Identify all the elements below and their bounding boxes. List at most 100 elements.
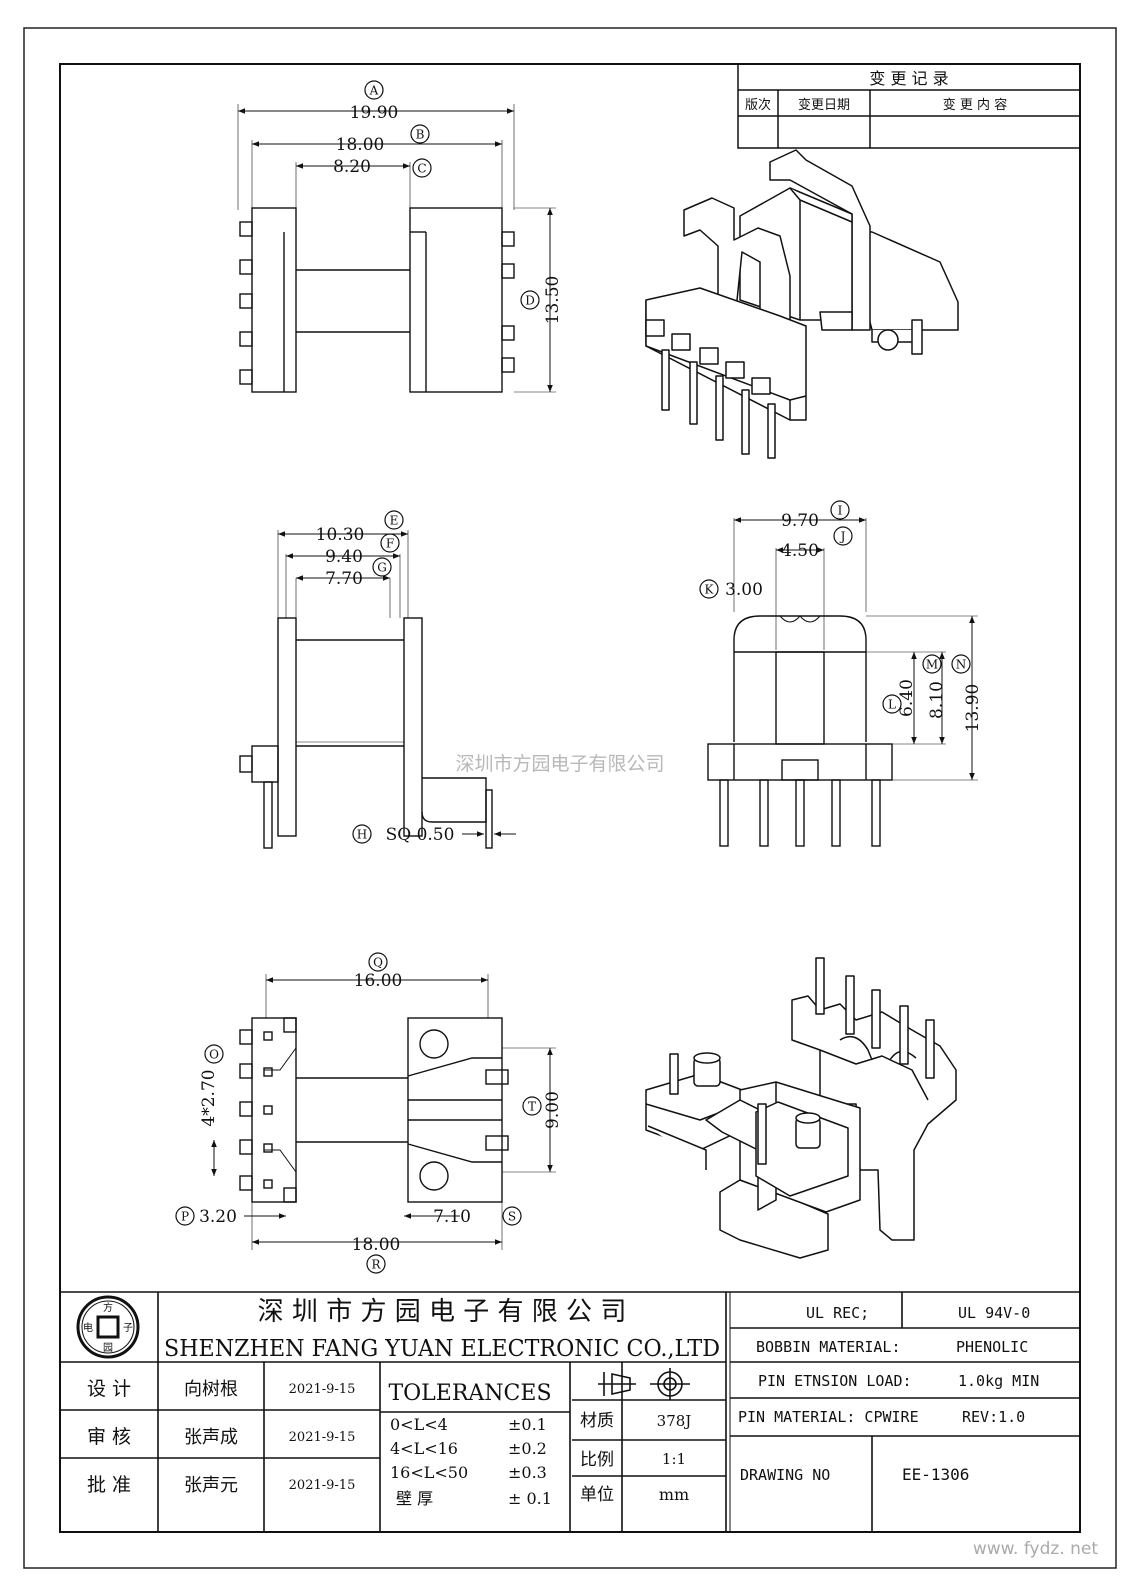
dim-value-t: 9.00 — [543, 1091, 563, 1129]
dim-balloon-j — [833, 526, 853, 546]
material-value: 378J — [657, 1412, 692, 1430]
dim-letter-t: T — [528, 1100, 536, 1114]
dim-letter-l: L — [888, 698, 896, 712]
tolerance-range-1: 0<L<4 — [390, 1415, 448, 1434]
dim-letter-k: K — [705, 583, 715, 597]
dim-value-b: 18.00 — [336, 135, 385, 155]
dim-balloon-l — [882, 694, 902, 714]
signoff-name-review: 张声成 — [184, 1427, 238, 1448]
dim-balloon-r — [366, 1254, 386, 1274]
dim-value-g: 7.70 — [325, 569, 363, 589]
dim-value-m: 8.10 — [927, 681, 947, 719]
outer-border — [23, 27, 1117, 1569]
isometric-view-top — [645, 149, 959, 459]
dim-value-n: 13.90 — [963, 684, 983, 733]
dim-value-h: SQ 0.50 — [386, 825, 455, 845]
dim-value-j: 4.50 — [781, 541, 819, 561]
logo-char-bottom: 园 — [103, 1342, 113, 1354]
pin-material-label: PIN MATERIAL: CPWIRE — [738, 1408, 919, 1426]
dim-lines-front — [734, 517, 975, 780]
projection-symbol — [598, 1368, 690, 1400]
pin-load-value: 1.0kg MIN — [958, 1372, 1039, 1390]
ul-rec-value: UL 94V-0 — [958, 1304, 1030, 1322]
logo-char-top: 方 — [103, 1301, 113, 1314]
dim-value-i: 9.70 — [781, 511, 819, 531]
dim-letter-b: B — [416, 128, 425, 142]
dim-balloon-d — [520, 290, 540, 310]
revision-table — [737, 63, 1081, 149]
dim-value-a: 19.90 — [350, 103, 399, 123]
logo-char-left: 电 — [83, 1321, 93, 1334]
bobbin-material-value: PHENOLIC — [956, 1338, 1028, 1356]
unit-label: 单位 — [580, 1485, 614, 1505]
dim-balloon-f — [380, 533, 400, 553]
dim-letter-q: Q — [373, 956, 383, 970]
drawing-no-label: DRAWING NO — [740, 1466, 830, 1484]
bottom-view — [239, 974, 556, 1250]
dim-balloon-h — [352, 824, 372, 844]
dim-letter-n: N — [956, 658, 967, 672]
tolerances-title: TOLERANCES — [388, 1381, 551, 1406]
watermark-corner: www. fydz. net — [973, 1539, 1098, 1559]
top-view — [237, 104, 556, 393]
dim-lines-top — [238, 108, 553, 392]
dim-value-e: 10.30 — [316, 525, 365, 545]
dim-value-p: 3.20 — [199, 1207, 237, 1227]
revision-col-version: 版次 — [745, 97, 771, 113]
dim-letter-m: M — [926, 658, 938, 672]
signoff-date-review: 2021-9-15 — [289, 1430, 356, 1445]
dim-balloon-n — [951, 654, 971, 674]
dim-balloon-b — [410, 124, 430, 144]
dim-letter-j: J — [839, 530, 846, 544]
dim-lines-side — [278, 531, 516, 837]
tolerance-range-4: 壁 厚 — [396, 1489, 433, 1508]
revision-col-date: 变更日期 — [798, 97, 850, 113]
title-block-grid — [60, 1291, 1080, 1532]
tolerance-range-2: 4<L<16 — [390, 1439, 458, 1458]
dim-value-f: 9.40 — [325, 547, 363, 567]
ul-rec-label: UL REC; — [806, 1304, 869, 1322]
signoff-date-design: 2021-9-15 — [289, 1382, 356, 1397]
tolerance-value-4: ± 0.1 — [508, 1489, 552, 1508]
logo-char-right: 子 — [123, 1322, 133, 1334]
dim-value-c: 8.20 — [333, 157, 371, 177]
pin-load-label: PIN ETNSION LOAD: — [758, 1372, 912, 1390]
dim-balloon-m — [922, 654, 942, 674]
dim-balloon-g — [372, 557, 392, 577]
dim-letter-s: S — [508, 1210, 516, 1224]
front-view — [707, 518, 978, 847]
tolerance-value-3: ±0.3 — [508, 1463, 547, 1482]
dim-lines-bottom — [211, 977, 553, 1245]
signoff-role-design: 设 计 — [87, 1378, 131, 1400]
isometric-view-bottom — [645, 957, 957, 1259]
dim-letter-e: E — [390, 514, 399, 528]
dim-balloon-o — [204, 1044, 224, 1064]
dim-balloon-c — [412, 158, 432, 178]
dim-letter-f: F — [386, 537, 394, 551]
tolerance-value-2: ±0.2 — [508, 1439, 547, 1458]
scale-label: 比例 — [580, 1450, 614, 1470]
dim-value-o: 4*2.70 — [199, 1069, 219, 1126]
dim-letter-c: C — [417, 162, 426, 176]
company-logo — [76, 1295, 140, 1359]
company-name-cn: 深 圳 市 方 园 电 子 有 限 公 司 — [258, 1297, 627, 1327]
dim-letter-a: A — [369, 84, 379, 98]
dim-value-d: 13.50 — [543, 276, 563, 325]
drawing-no-value: EE-1306 — [902, 1465, 969, 1484]
dim-letter-i: I — [838, 504, 843, 518]
dim-value-s: 7.10 — [433, 1207, 471, 1227]
dim-balloon-k — [699, 579, 719, 599]
company-name-en: SHENZHEN FANG YUAN ELECTRONIC CO.,LTD — [164, 1336, 720, 1362]
dim-balloon-a — [364, 80, 384, 100]
tolerance-range-3: 16<L<50 — [390, 1463, 468, 1482]
signoff-name-design: 向树根 — [184, 1379, 238, 1400]
signoff-date-approve: 2021-9-15 — [289, 1478, 356, 1493]
signoff-role-approve: 批 准 — [87, 1474, 131, 1496]
dim-balloon-p — [175, 1206, 195, 1226]
dim-letter-d: D — [525, 294, 535, 308]
dim-value-k: 3.00 — [725, 580, 763, 600]
unit-value: mm — [659, 1485, 689, 1504]
dim-balloon-s — [502, 1206, 522, 1226]
